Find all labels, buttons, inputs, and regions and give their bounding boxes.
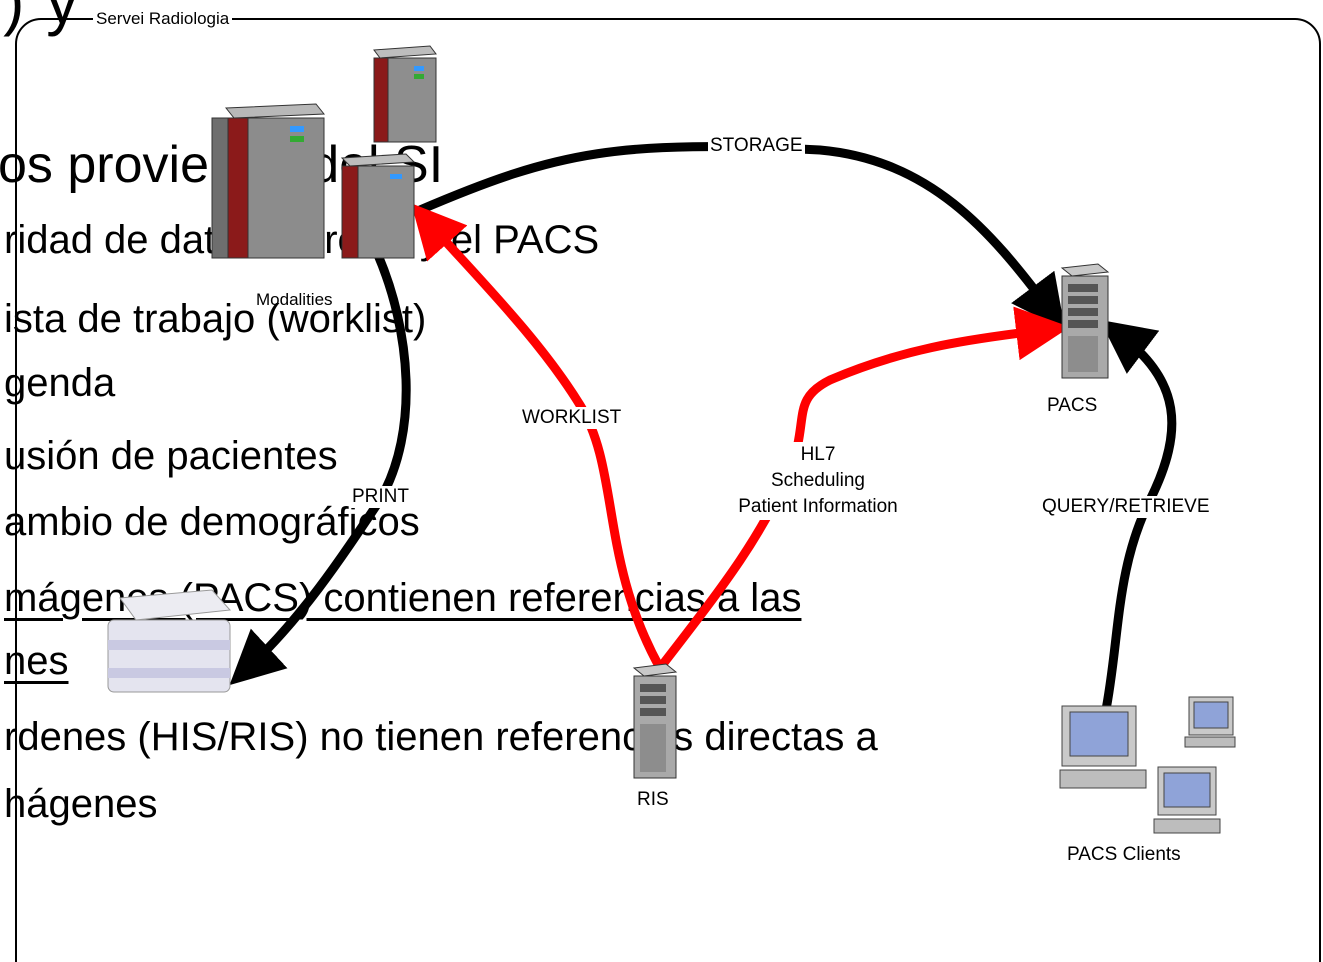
hl7-label-line-1: HL7: [800, 444, 836, 465]
hl7-label-line-3: Patient Information: [738, 496, 898, 517]
printer-node: [100, 580, 236, 705]
slide-line-4: usión de pacientes: [4, 434, 338, 478]
modality-device-top: [366, 44, 438, 149]
pacs-client-small-2: [1152, 765, 1224, 842]
printer-icon: [107, 589, 232, 693]
worklist-label: WORKLIST: [520, 407, 624, 429]
pacs-client-small-1: [1183, 695, 1239, 756]
slide-line-7: nes: [4, 639, 69, 683]
server-rack-icon: [373, 45, 437, 143]
ris-label: RIS: [635, 789, 671, 811]
desktop-computer-icon: [1153, 766, 1221, 834]
pacs-label: PACS: [1045, 395, 1100, 417]
modalities-label: Modalities: [256, 290, 333, 309]
desktop-computer-icon: [1184, 696, 1236, 748]
desktop-computer-icon: [1059, 705, 1147, 789]
storage-label: STORAGE: [708, 135, 805, 157]
pacs-client-main: [1058, 702, 1148, 797]
hl7-label: HL7 Scheduling Patient Information: [718, 442, 918, 520]
pacs-clients-label: PACS Clients: [1065, 844, 1183, 866]
modality-device-small: [336, 152, 420, 267]
query-retrieve-label: QUERY/RETRIEVE: [1040, 496, 1212, 518]
slide-line-8: rdenes (HIS/RIS) no tienen referencias d…: [4, 715, 878, 759]
ris-node: [630, 662, 680, 785]
tower-server-icon: [632, 663, 678, 779]
frame-title: Servei Radiologia: [93, 9, 233, 29]
print-label: PRINT: [350, 486, 411, 508]
slide-line-3: genda: [4, 361, 116, 405]
storage-arrow: [418, 142, 1066, 331]
servei-radiologia-frame: [15, 18, 1321, 962]
server-rack-icon: [340, 153, 416, 259]
worklist-arrow: [411, 203, 664, 671]
slide-line-9: hágenes: [4, 782, 158, 826]
hl7-label-line-2: Scheduling: [770, 470, 866, 491]
modality-device-large: [208, 100, 328, 265]
pacs-node: [1058, 262, 1112, 385]
query-retrieve-arrow: [1099, 319, 1177, 716]
server-rack-icon: [211, 103, 326, 259]
slide-line-2: ista de trabajo (worklist): [4, 297, 427, 341]
hl7-arrow: [656, 306, 1071, 671]
tower-server-icon: [1060, 263, 1110, 379]
print-arrow: [229, 253, 411, 686]
